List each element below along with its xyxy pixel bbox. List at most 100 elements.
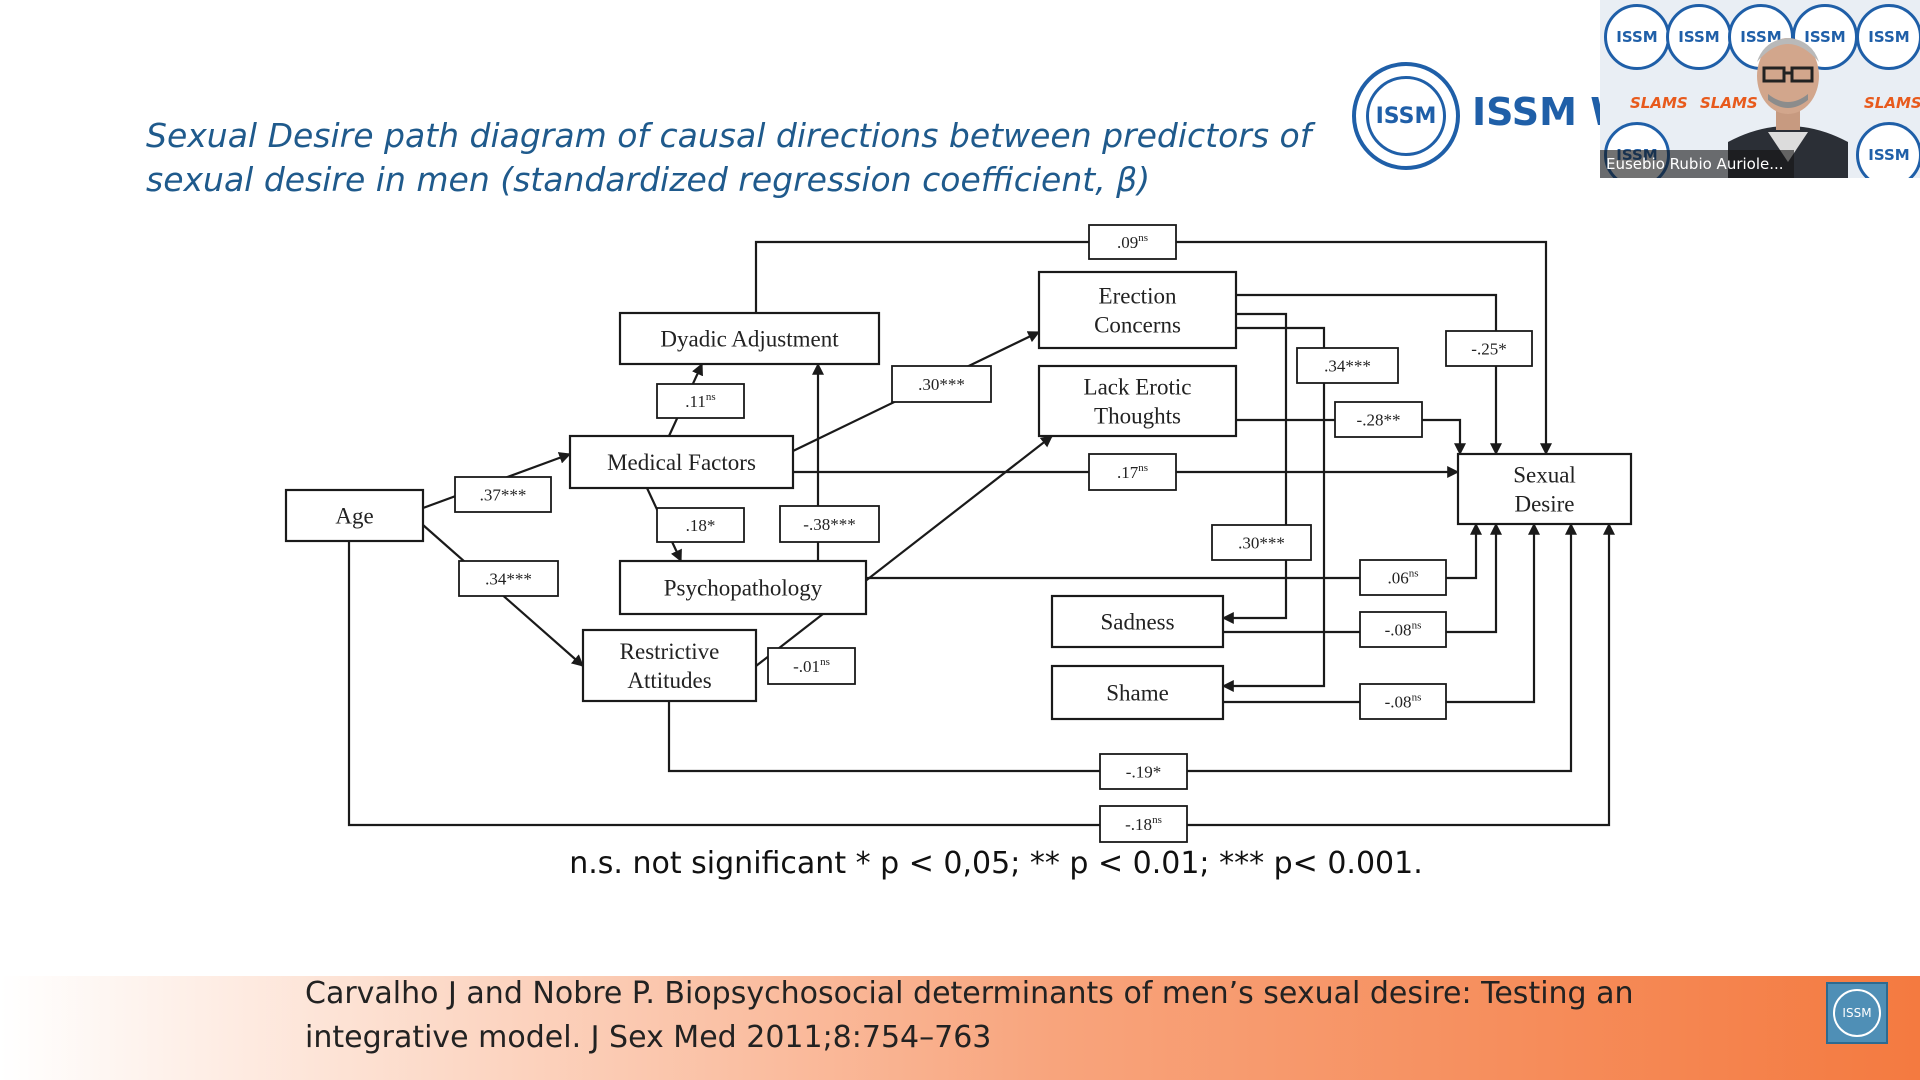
edge-age-desire [347, 522, 1615, 827]
corner-issm-logo-icon: ISSM [1826, 982, 1888, 1044]
coef-value: .34 [485, 570, 507, 589]
reference-citation: Carvalho J and Nobre P. Biopsychosocial … [305, 972, 1805, 1060]
coef-erection-desire-label: -.25* [1471, 340, 1506, 359]
coef-age-restrictive: .34*** [458, 560, 559, 597]
coef-value: .30 [918, 375, 939, 394]
coef-medical-psycho-label: .18* [686, 516, 716, 535]
coef-value: -.01 [793, 657, 820, 676]
coef-restrictive-desire: -.19* [1099, 753, 1188, 790]
node-desire-label: Desire [1514, 492, 1574, 517]
node-psycho-box [618, 559, 868, 616]
issm-brand: ISSM ISSM W [1352, 62, 1632, 172]
node-desire-box [1456, 452, 1633, 526]
coef-shame-desire: -.08ns [1359, 683, 1447, 720]
node-age: Age [284, 488, 425, 543]
node-lack-label: Lack Erotic [1084, 375, 1192, 400]
coef-lack-desire-label: -.28** [1357, 411, 1401, 430]
slams-label: SLAMS [1700, 94, 1758, 112]
coef-shame-desire-box [1359, 683, 1447, 720]
coef-age-restrictive-label: .34*** [485, 570, 532, 589]
node-erection-box [1037, 270, 1238, 350]
node-lack-box [1037, 364, 1238, 438]
coef-sadness-desire-box [1359, 611, 1447, 648]
coef-medical-dyadic-label: .11ns [685, 391, 715, 411]
node-restrictive-box [581, 628, 758, 703]
node-sadness-box [1050, 594, 1225, 649]
coef-value: .06 [1387, 569, 1408, 588]
coef-value: -.18 [1125, 815, 1152, 834]
coef-value: .17 [1117, 463, 1139, 482]
diagram-edges [347, 240, 1615, 827]
coef-restrictive-lack-box [767, 647, 856, 685]
coef-age-desire: -.18ns [1099, 805, 1188, 843]
coef-value: .11 [685, 392, 706, 411]
edge-shame-desire [1223, 522, 1540, 704]
issm-logo-icon: ISSM [1856, 4, 1920, 70]
coef-medical-desire-box [1088, 453, 1177, 491]
corner-logo-text: ISSM [1833, 989, 1881, 1037]
speaker-video-tile[interactable]: ISSM ISSM ISSM ISSM ISSM SLAMS SLAMS SLA… [1600, 0, 1920, 178]
coef-value: .30 [1238, 534, 1259, 553]
coef-value: .34 [1324, 357, 1346, 376]
node-erection-label: Concerns [1094, 313, 1181, 338]
coef-value: -.19 [1126, 763, 1153, 782]
coef-restrictive-lack-label: -.01ns [793, 656, 830, 676]
node-dyadic-box [618, 311, 881, 366]
reference-line-1: Carvalho J and Nobre P. Biopsychosocial … [305, 976, 1634, 1011]
issm-logo-icon: ISSM [1666, 4, 1732, 70]
diagram-coefficients: .37***.34***.11ns.18*-.38***.30***.17ns.… [454, 224, 1533, 843]
edge-restrictive-lack [755, 435, 1053, 667]
coef-medical-erection: .30*** [891, 365, 992, 403]
edge-erection-shame [1221, 326, 1326, 692]
coef-significance: ns [706, 391, 716, 403]
coef-erection-shame: .34*** [1296, 347, 1399, 384]
coef-significance: * [707, 516, 716, 535]
coef-value: -.08 [1385, 621, 1412, 640]
node-medical-box [568, 434, 795, 490]
edge-erection-desire [1236, 293, 1502, 456]
coef-dyadic-desire: .09ns [1088, 224, 1177, 260]
coef-significance: *** [506, 570, 532, 589]
edge-sadness-desire [1223, 522, 1502, 634]
coef-significance: * [1153, 763, 1162, 782]
slams-label: SLAMS [1630, 94, 1688, 112]
coef-significance: ns [1412, 620, 1422, 632]
coef-significance: ns [1412, 692, 1422, 704]
coef-psycho-dyadic-box [779, 505, 880, 543]
coef-erection-desire: -.25* [1445, 330, 1533, 367]
coef-significance: *** [830, 515, 856, 534]
slams-label: SLAMS [1864, 94, 1920, 112]
coef-restrictive-desire-label: -.19* [1126, 763, 1161, 782]
coef-medical-desire: .17ns [1088, 453, 1177, 491]
coef-significance: ns [1138, 462, 1148, 474]
significance-footnote: n.s. not significant * p < 0,05; ** p < … [569, 846, 1423, 881]
coef-value: -.25 [1471, 340, 1498, 359]
edge-erection-sadness [1221, 312, 1288, 624]
coef-sadness-desire-label: -.08ns [1385, 620, 1422, 640]
node-medical: Medical Factors [568, 434, 795, 490]
coef-value: .37 [480, 486, 502, 505]
node-age-label: Age [335, 504, 373, 529]
issm-logo-icon: ISSM [1604, 4, 1670, 70]
coef-lack-desire: -.28** [1334, 401, 1423, 438]
coef-significance: ns [1138, 232, 1148, 244]
issm-logo-icon: ISSM [1856, 122, 1920, 178]
coef-age-medical: .37*** [454, 476, 552, 513]
node-lack-label: Thoughts [1094, 404, 1181, 429]
coef-value: -.38 [803, 515, 830, 534]
coef-age-desire-box [1099, 805, 1188, 843]
coef-psycho-dyadic: -.38*** [779, 505, 880, 543]
node-shame-box [1050, 664, 1225, 721]
coef-sadness-desire: -.08ns [1359, 611, 1447, 648]
node-restrictive-label: Restrictive [620, 639, 720, 664]
coef-value: -.08 [1385, 693, 1412, 712]
coef-restrictive-lack: -.01ns [767, 647, 856, 685]
coef-medical-erection-box [891, 365, 992, 403]
